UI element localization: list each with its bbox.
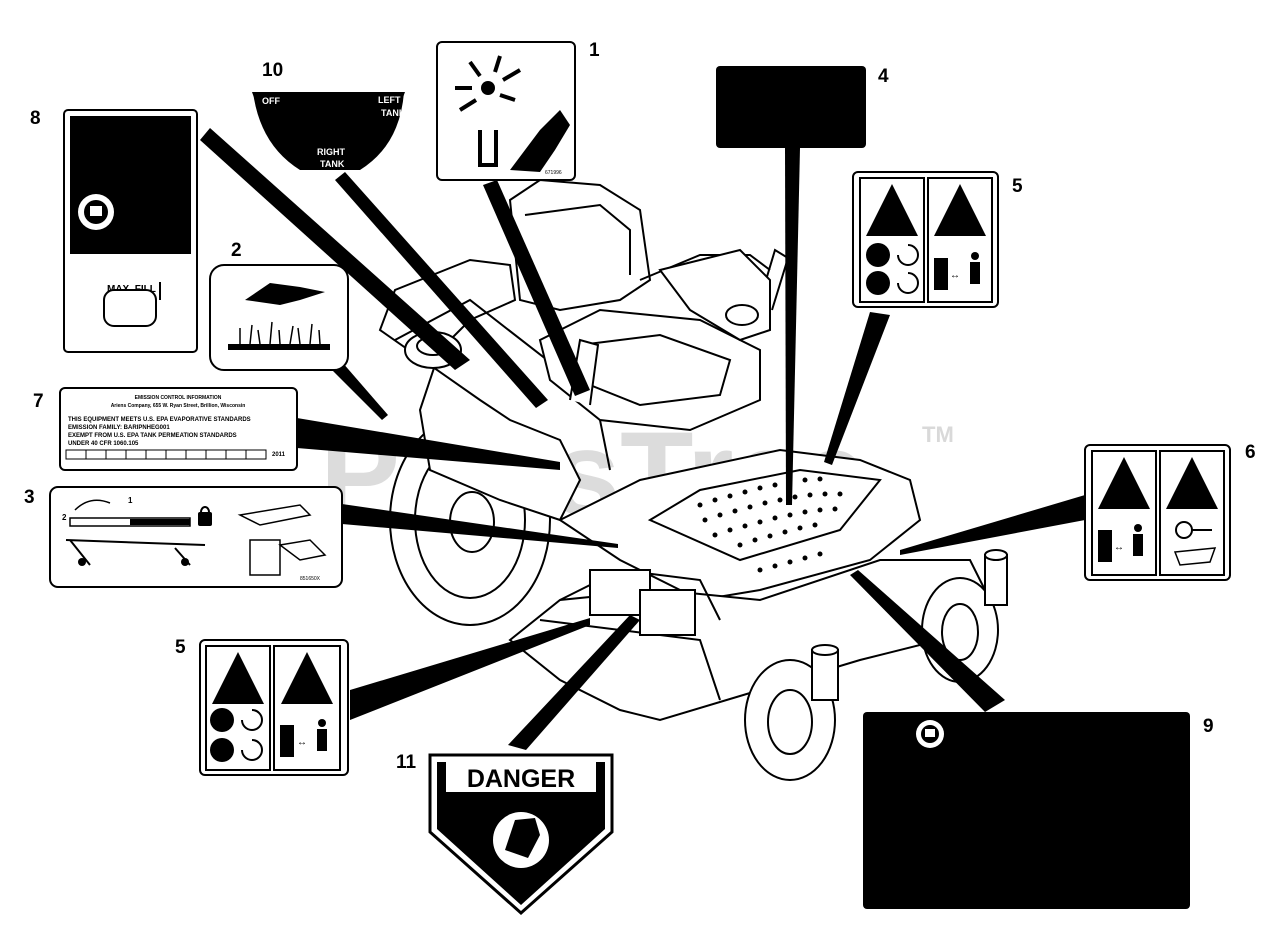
callout-8: 8 xyxy=(30,108,41,129)
leader-8 xyxy=(200,128,470,370)
callout-2: 2 xyxy=(231,240,242,261)
callout-1: 1 xyxy=(589,40,600,61)
decal-2 xyxy=(209,264,349,371)
valve-left: LEFT xyxy=(378,95,401,105)
brake-step-1: 1 xyxy=(128,496,133,505)
hand-icon xyxy=(245,283,325,305)
decal-10: OFF LEFT TANK RIGHT TANK xyxy=(252,92,406,170)
leader-3 xyxy=(342,504,618,548)
decal-4 xyxy=(716,66,866,148)
callout-10: 10 xyxy=(262,60,283,81)
decal-8: MAX. FILL xyxy=(63,109,198,353)
decal-1: 671996 xyxy=(436,41,576,181)
emission-line-3: EXEMPT FROM U.S. EPA TANK PERMEATION STA… xyxy=(68,433,237,439)
hand-icon xyxy=(510,110,570,172)
callout-11: 11 xyxy=(396,752,417,773)
callout-7: 7 xyxy=(33,391,44,412)
callout-6: 6 xyxy=(1245,442,1256,463)
leader-10 xyxy=(335,172,548,408)
emission-address: Ariens Company, 655 W. Ryan Street, Bril… xyxy=(111,403,246,409)
decal-5-bottom: ↔ xyxy=(199,639,349,776)
danger-label: DANGER xyxy=(467,765,575,793)
leader-4 xyxy=(785,148,800,505)
leader-lines xyxy=(200,128,1085,750)
leader-2 xyxy=(330,362,388,420)
leader-7 xyxy=(297,418,560,470)
decal-6: ↔ xyxy=(1084,444,1231,581)
svg-text:851650X: 851650X xyxy=(300,576,321,582)
emission-title: EMISSION CONTROL INFORMATION xyxy=(135,395,222,401)
decal-3: 1 2 851650X xyxy=(49,486,343,588)
decal-11: DANGER xyxy=(428,753,614,916)
leader-1 xyxy=(483,180,590,396)
svg-text:671996: 671996 xyxy=(545,170,562,176)
valve-right-tank: TANK xyxy=(320,159,345,169)
leader-11 xyxy=(508,615,640,750)
leader-5-bottom xyxy=(350,618,590,720)
emission-line-1: THIS EQUIPMENT MEETS U.S. EPA EVAPORATIV… xyxy=(68,417,251,423)
emission-line-4: UNDER 40 CFR 1060.105 xyxy=(68,441,139,447)
callout-5-top: 5 xyxy=(1012,176,1023,197)
callout-9: 9 xyxy=(1203,716,1214,737)
decal-5-top: ↔ xyxy=(852,171,999,308)
decal-7: EMISSION CONTROL INFORMATION Ariens Comp… xyxy=(59,387,298,471)
tank-level-icon xyxy=(103,289,157,327)
svg-text:↔: ↔ xyxy=(950,270,960,281)
svg-text:↔: ↔ xyxy=(1114,542,1124,553)
valve-left-tank: TANK xyxy=(381,108,406,118)
leader-6 xyxy=(900,495,1085,555)
padlock-icon xyxy=(198,512,212,526)
emission-year: 2011 xyxy=(272,452,286,458)
foot-plate xyxy=(647,468,882,562)
leader-9 xyxy=(850,570,1005,712)
callout-3: 3 xyxy=(24,487,35,508)
leader-5-top xyxy=(824,312,890,465)
watermark-tm: TM xyxy=(922,422,954,447)
decal-9 xyxy=(863,712,1190,909)
valve-right: RIGHT xyxy=(317,147,346,157)
seat-cushion xyxy=(538,308,761,432)
callout-4: 4 xyxy=(878,66,889,87)
svg-text:↔: ↔ xyxy=(297,737,307,748)
brake-step-2: 2 xyxy=(62,513,67,522)
valve-off: OFF xyxy=(262,96,280,106)
callout-5-bottom: 5 xyxy=(175,637,186,658)
emission-line-2: EMISSION FAMILY: BARIPNHEG001 xyxy=(68,425,170,431)
